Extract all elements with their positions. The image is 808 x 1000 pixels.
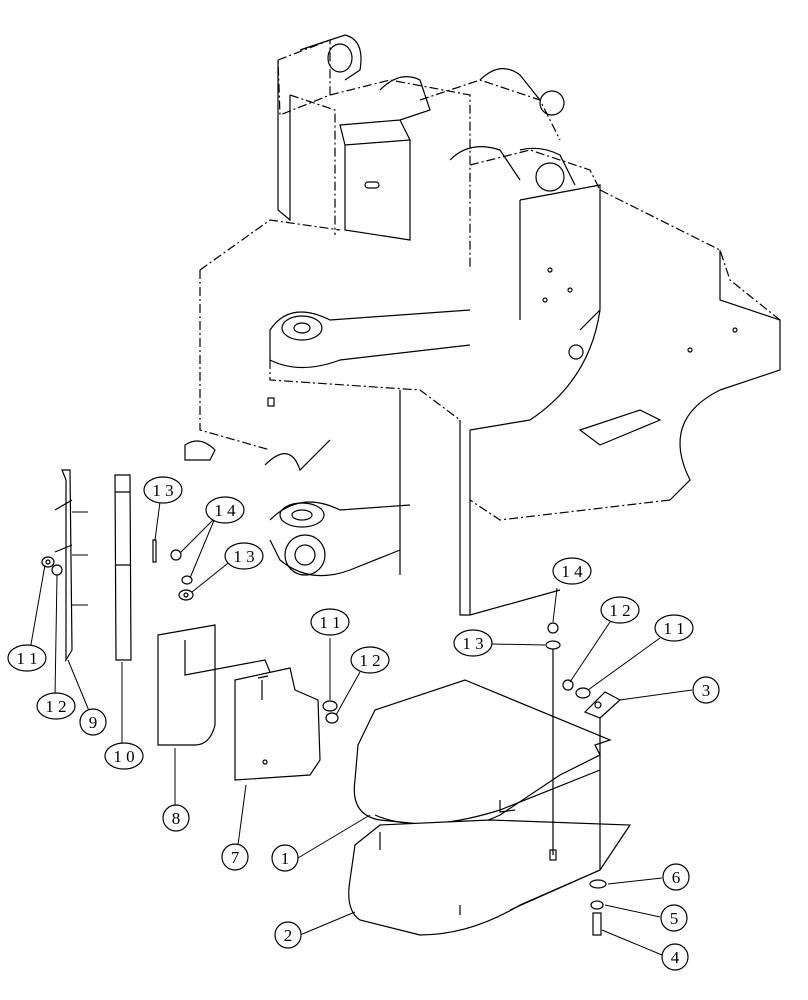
callout-13-middle: 1 3: [224, 542, 264, 570]
leader-lines: [29, 501, 693, 956]
svg-text:9: 9: [89, 713, 98, 732]
callout-10: 1 0: [104, 742, 144, 770]
svg-text:1 2: 1 2: [359, 651, 380, 670]
svg-text:8: 8: [172, 809, 181, 828]
callout-13-upper-left: 1 3: [143, 476, 183, 504]
svg-text:7: 7: [231, 848, 240, 867]
callout-1: 1: [271, 844, 299, 872]
callout-13-right: 1 3: [453, 629, 493, 657]
callout-7: 7: [221, 843, 249, 871]
svg-text:1 4: 1 4: [561, 562, 583, 581]
callout-11-left: 1 1: [7, 644, 47, 672]
svg-text:6: 6: [672, 868, 681, 887]
callout-11-middle: 1 1: [310, 608, 350, 636]
cover-plate-part-1: [353, 679, 612, 827]
svg-text:1 3: 1 3: [233, 547, 254, 566]
svg-text:1 1: 1 1: [319, 613, 340, 632]
cover-plate-part-2: [348, 819, 632, 936]
svg-text:1 0: 1 0: [113, 747, 134, 766]
plate-part-8: [157, 624, 271, 746]
callout-3: 3: [692, 676, 720, 704]
svg-text:1 2: 1 2: [45, 697, 66, 716]
callout-11-right: 1 1: [654, 614, 694, 642]
svg-text:4: 4: [671, 948, 680, 967]
callout-14-left: 1 4: [205, 496, 245, 524]
main-frame: [184, 34, 781, 616]
callout-9: 9: [79, 708, 107, 736]
svg-text:1 1: 1 1: [16, 649, 37, 668]
callout-12-left: 1 2: [36, 692, 76, 720]
svg-text:2: 2: [284, 926, 293, 945]
callout-5: 5: [660, 904, 688, 932]
svg-text:1 4: 1 4: [214, 501, 236, 520]
callout-6: 6: [662, 863, 690, 891]
svg-text:1 3: 1 3: [462, 634, 483, 653]
callout-2: 2: [274, 921, 302, 949]
svg-text:3: 3: [702, 681, 711, 700]
svg-text:5: 5: [670, 909, 679, 928]
callout-14-right: 1 4: [552, 557, 592, 585]
callout-4: 4: [661, 943, 689, 971]
strip-part-9: [54, 469, 88, 663]
svg-text:1 3: 1 3: [152, 481, 173, 500]
svg-text:1: 1: [281, 849, 290, 868]
callout-12-right: 1 2: [600, 596, 640, 624]
plate-part-7: [234, 667, 321, 781]
svg-text:1 1: 1 1: [663, 619, 684, 638]
strip-part-10: [114, 474, 132, 661]
svg-text:1 2: 1 2: [609, 601, 630, 620]
long-bolt-part-13: [549, 648, 557, 861]
callout-8: 8: [162, 804, 190, 832]
callout-12-middle: 1 2: [350, 646, 390, 674]
